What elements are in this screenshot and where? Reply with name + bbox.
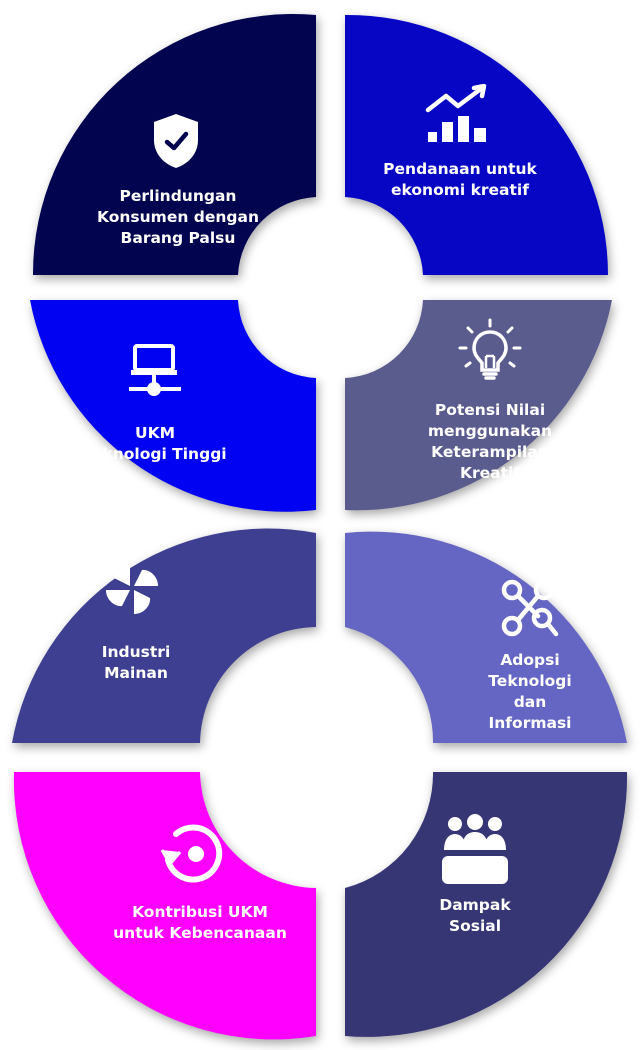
label-line: ekonomi kreatif	[391, 181, 529, 199]
label-line: Teknologi	[488, 672, 572, 690]
segment-potensi-nilai	[345, 300, 612, 511]
label-line: untuk Kebencanaan	[113, 924, 287, 942]
label-line: menggunakan	[427, 422, 553, 440]
segment-label-ukm-teknologi: UKM Teknologi Tinggi	[55, 423, 255, 465]
label-line: Dampak	[439, 896, 511, 914]
segment-label-perlindungan: Perlindungan Konsumen dengan Barang Pals…	[75, 186, 281, 249]
label-line: Perlindungan	[119, 187, 237, 205]
segment-kontribusi-ukm	[13, 772, 316, 1040]
growth-chart-icon	[425, 84, 487, 142]
label-line: Keterampilan	[431, 443, 549, 461]
segment-label-industri-mainan: Industri Mainan	[66, 642, 206, 684]
lightbulb-icon	[458, 318, 522, 380]
label-line: Informasi	[488, 714, 572, 732]
label-line: Sosial	[448, 917, 502, 935]
segment-label-potensi-nilai: Potensi Nilai menggunakan Keterampilan K…	[400, 400, 580, 484]
network-computer-icon	[129, 344, 181, 396]
label-line: Barang Palsu	[120, 229, 236, 247]
label-line: Mainan	[104, 664, 168, 682]
label-line: dan	[513, 693, 547, 711]
segment-adopsi-teknologi	[345, 531, 627, 743]
label-line: Kontribusi UKM	[132, 903, 268, 921]
segment-label-adopsi-teknologi: Adopsi Teknologi dan Informasi	[460, 650, 600, 734]
segment-label-kontribusi-ukm: Kontribusi UKM untuk Kebencanaan	[95, 902, 305, 944]
label-line: Teknologi Tinggi	[83, 445, 227, 463]
label-line: Kreatif	[459, 464, 521, 482]
group-people-icon	[442, 814, 508, 884]
label-line: Potensi Nilai	[434, 401, 546, 419]
label-line: Pendanaan untuk	[383, 160, 537, 178]
segment-label-dampak-sosial: Dampak Sosial	[410, 895, 540, 937]
label-line: Adopsi	[500, 651, 560, 669]
pinwheel-icon	[106, 562, 158, 614]
segment-ukm-teknologi	[30, 300, 316, 512]
restore-icon	[160, 824, 223, 883]
shield-check-icon	[154, 114, 198, 168]
route-nodes-icon	[501, 579, 559, 637]
label-line: Industri	[101, 643, 171, 661]
segment-label-pendanaan: Pendanaan untuk ekonomi kreatif	[360, 159, 560, 201]
segment-pendanaan	[345, 14, 608, 276]
label-line: Konsumen dengan	[96, 208, 259, 226]
segment-industri-mainan	[12, 528, 316, 743]
segment-dampak-sosial	[345, 772, 628, 1037]
label-line: UKM	[134, 424, 176, 442]
